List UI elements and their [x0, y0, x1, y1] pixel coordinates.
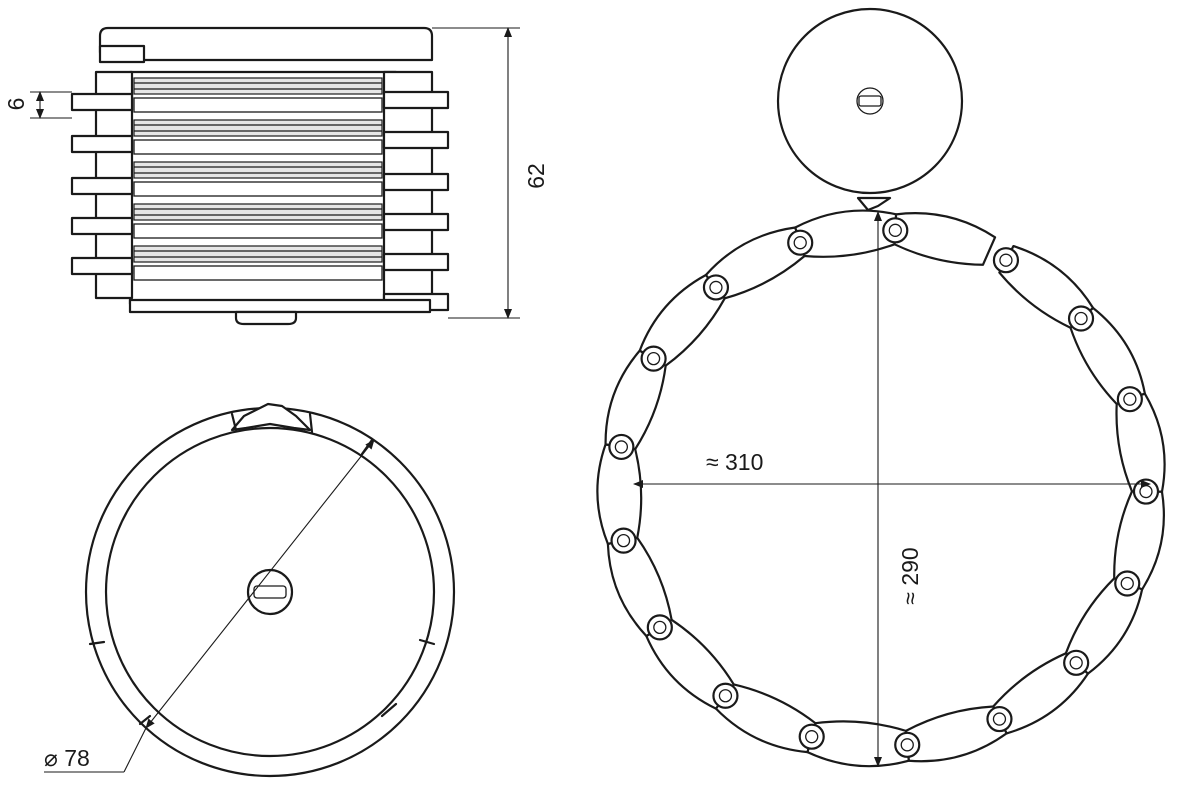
stack-band [133, 161, 383, 179]
left-tab [70, 92, 134, 112]
hinge-pin-hole [709, 280, 723, 295]
hinge-pin-hole [1139, 484, 1153, 499]
hinge-pin-hole [1074, 311, 1088, 326]
stack-band [133, 77, 383, 95]
stack-band [133, 245, 383, 263]
dimension-layer-spacing: 6 [3, 91, 72, 119]
hinge-pin-hole [1120, 576, 1134, 591]
hinge-pin-hole [992, 712, 1007, 726]
right-tab [382, 172, 450, 192]
side-view-stack [70, 26, 450, 326]
disk-diameter-label: ⌀ 78 [44, 745, 90, 771]
ring-view: ≈ 310 ≈ 290 [596, 7, 1166, 768]
left-tab [70, 176, 134, 196]
hinge-pin-hole [805, 730, 819, 744]
hinge-pin-hole [653, 620, 667, 635]
stack-band [133, 203, 383, 221]
hinge-pin-hole [793, 236, 807, 250]
right-tab [382, 212, 450, 232]
stack-gap [133, 97, 383, 113]
hinge-pin-hole [1069, 656, 1083, 670]
ring-segment [893, 212, 997, 266]
ring-height-label: ≈ 290 [897, 547, 923, 604]
hinge-pin-hole [614, 440, 629, 454]
layer-spacing-label: 6 [3, 98, 29, 111]
right-tab [382, 90, 450, 110]
stack-gap [133, 223, 383, 239]
hinge-pin-hole [646, 351, 661, 366]
hinge-pin-hole [888, 223, 902, 237]
right-tab [382, 130, 450, 150]
top-view-disk: ⌀ 78 [44, 402, 456, 778]
stack-gap [133, 139, 383, 155]
hinge-pin-hole [999, 253, 1013, 267]
stack-gap [133, 181, 383, 197]
stack-band [133, 119, 383, 137]
stack-gap [133, 265, 383, 281]
stack-height-label: 62 [523, 163, 549, 189]
hinge-pin-hole [900, 738, 914, 752]
hinge-pin-hole [616, 533, 631, 548]
ring-width-label: ≈ 310 [706, 449, 763, 475]
right-tab [382, 252, 450, 272]
hinge-pin-hole [1123, 392, 1137, 406]
hinge-pin-hole [718, 689, 733, 703]
left-tab [70, 216, 134, 236]
dimension-stack-height: 62 [432, 27, 549, 319]
left-tab [70, 134, 134, 154]
left-tab [70, 256, 134, 276]
